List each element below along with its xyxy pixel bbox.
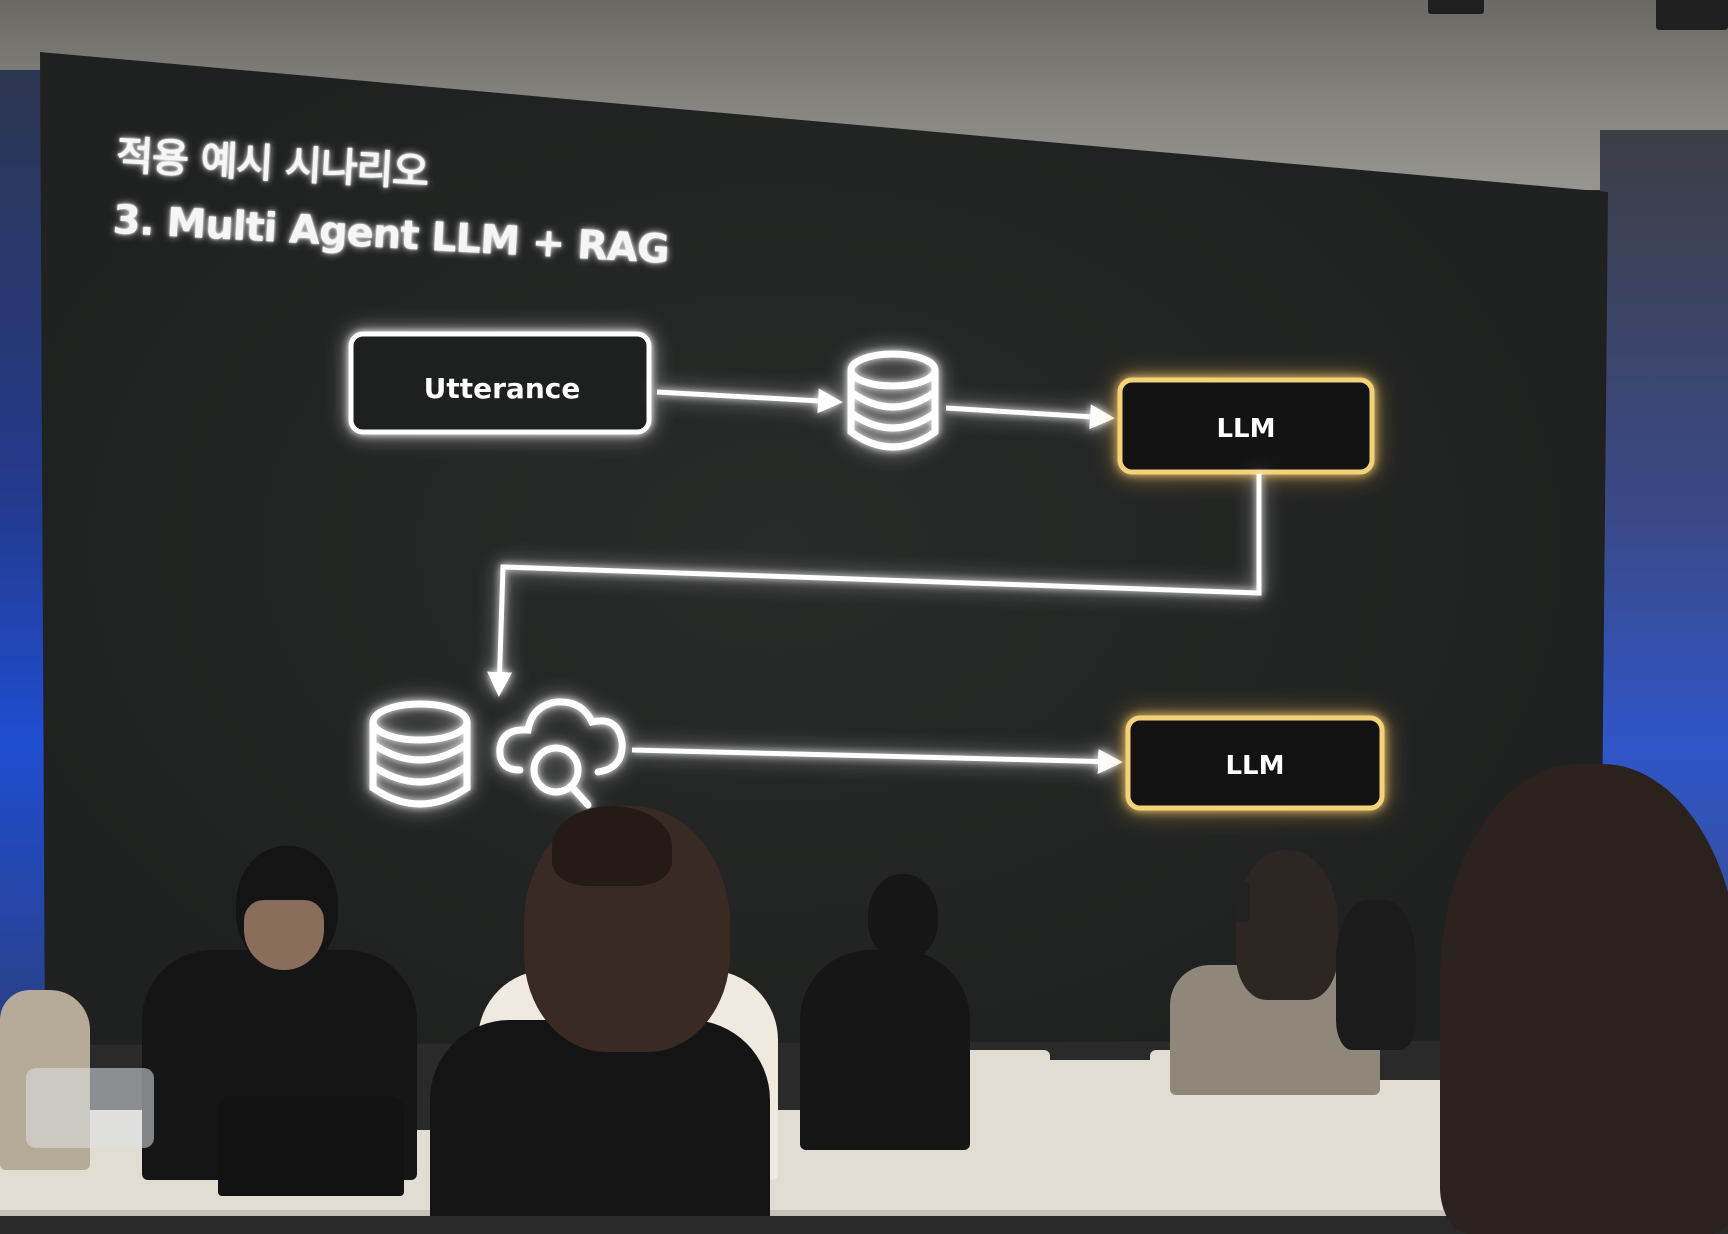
chair: [980, 1130, 1220, 1216]
llm-node-bottom: LLM: [1128, 718, 1382, 808]
arrow-database-to-llm: [946, 408, 1110, 418]
cloud-search-icon: [500, 702, 622, 805]
utterance-label: Utterance: [424, 372, 581, 405]
utterance-node: Utterance: [351, 334, 649, 432]
database-icon: [851, 354, 935, 447]
llm-node-top: LLM: [1120, 380, 1372, 472]
arrow-utterance-to-database: [657, 392, 838, 402]
arrow-retrieval-to-llm: [632, 750, 1118, 762]
connector-llm-to-retrieval: [499, 474, 1259, 692]
llm-label-top: LLM: [1216, 414, 1275, 444]
llm-label-bottom: LLM: [1225, 751, 1284, 781]
database-icon: [373, 704, 467, 804]
